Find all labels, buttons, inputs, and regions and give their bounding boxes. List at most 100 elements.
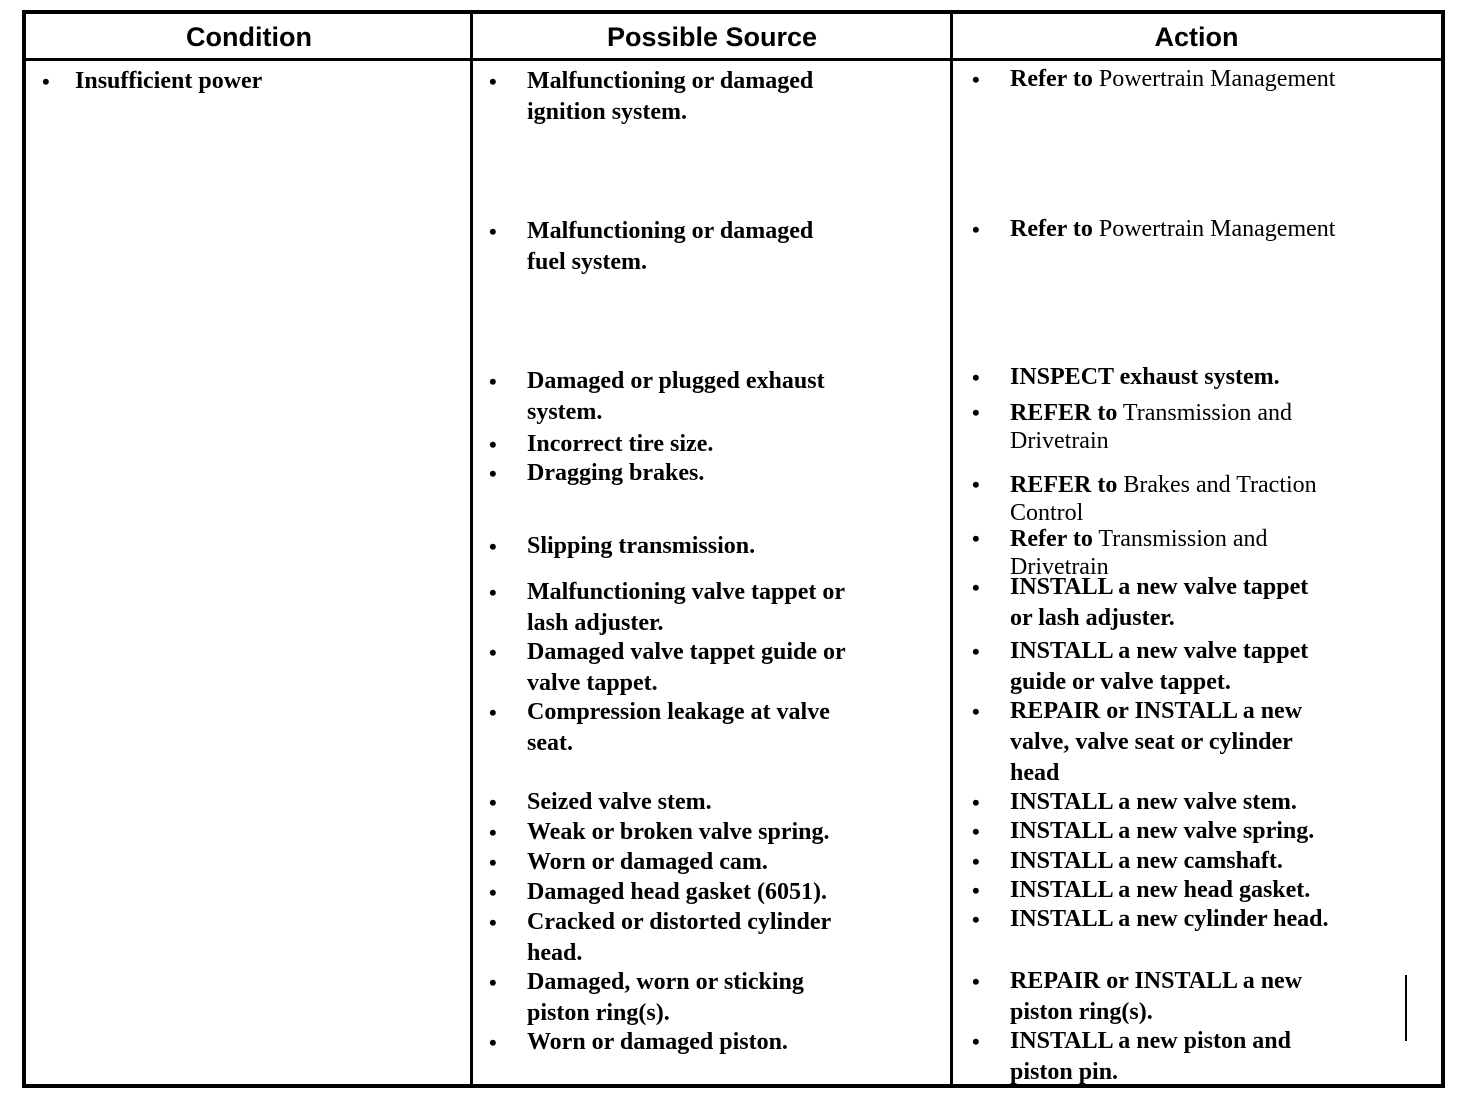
action-item-text: INSTALL a new camshaft. [1010, 848, 1283, 874]
bullet-icon: • [489, 970, 497, 995]
action-item-text: INSTALL a new valve tappet or lash adjus… [1010, 574, 1309, 631]
source-item: • Damaged, worn or sticking piston ring(… [489, 967, 937, 1029]
action-item: • Refer to Powertrain Management [972, 214, 1440, 245]
source-item-text: Cracked or distorted cylinder head. [527, 909, 832, 966]
bullet-icon: • [972, 217, 980, 242]
source-item-text: Damaged, worn or sticking piston ring(s)… [527, 969, 804, 1026]
source-item-text: Incorrect tire size. [527, 431, 714, 457]
source-item: • Damaged or plugged exhaust system. [489, 366, 937, 428]
bullet-icon: • [972, 969, 980, 994]
action-item-text: INSTALL a new valve spring. [1010, 818, 1315, 844]
bullet-icon: • [489, 580, 497, 605]
action-item: • INSTALL a new piston and piston pin. [972, 1026, 1440, 1088]
bullet-icon: • [489, 700, 497, 725]
action-item-text: REFER to Transmission and Drivetrain [1010, 400, 1293, 454]
source-item-text: Compression leakage at valve seat. [527, 699, 830, 756]
condition-item-text: Insufficient power [75, 68, 263, 94]
source-item: • Damaged valve tappet guide or valve ta… [489, 637, 937, 699]
bullet-icon: • [972, 67, 980, 92]
bullet-icon: • [972, 699, 980, 724]
action-item: • INSTALL a new cylinder head. [972, 904, 1440, 935]
action-item: • REPAIR or INSTALL a new valve, valve s… [972, 696, 1440, 789]
bullet-icon: • [972, 819, 980, 844]
table-header-row: Condition Possible Source Action [26, 14, 1441, 61]
action-item: • REPAIR or INSTALL a new piston ring(s)… [972, 966, 1440, 1028]
source-item-text: Worn or damaged cam. [527, 849, 768, 875]
bullet-icon: • [489, 432, 497, 457]
source-item-text: Dragging brakes. [527, 460, 705, 486]
bullet-icon: • [489, 219, 497, 244]
bullet-icon: • [972, 472, 980, 497]
action-item-text: REFER to Brakes and Traction Control [1010, 472, 1317, 526]
action-item: • INSTALL a new valve tappet guide or va… [972, 636, 1440, 698]
bullet-icon: • [972, 400, 980, 425]
source-item-text: Malfunctioning or damaged ignition syste… [527, 68, 814, 125]
source-item: • Incorrect tire size. [489, 429, 937, 460]
action-item-text: INSTALL a new cylinder head. [1010, 906, 1329, 932]
column-divider [950, 14, 953, 1084]
bullet-icon: • [972, 639, 980, 664]
action-item-text: INSTALL a new valve stem. [1010, 789, 1297, 815]
action-item-text: INSPECT exhaust system. [1010, 364, 1280, 390]
action-item: • REFER to Transmission and Drivetrain [972, 399, 1440, 455]
bullet-icon: • [972, 1029, 980, 1054]
source-item: • Compression leakage at valve seat. [489, 697, 937, 759]
source-item: • Malfunctioning or damaged fuel system. [489, 216, 937, 278]
bullet-icon: • [489, 461, 497, 486]
revision-change-bar [1405, 975, 1407, 1041]
bullet-icon: • [489, 820, 497, 845]
action-item-text: REPAIR or INSTALL a new valve, valve sea… [1010, 698, 1303, 786]
bullet-icon: • [489, 534, 497, 559]
action-item: • INSPECT exhaust system. [972, 362, 1440, 393]
action-item: • INSTALL a new valve stem. [972, 787, 1440, 818]
source-item-text: Damaged valve tappet guide or valve tapp… [527, 639, 846, 696]
source-item-text: Damaged head gasket (6051). [527, 879, 827, 905]
bullet-icon: • [972, 365, 980, 390]
source-item: • Worn or damaged cam. [489, 847, 937, 878]
bullet-icon: • [972, 907, 980, 932]
source-item-text: Seized valve stem. [527, 789, 712, 815]
bullet-icon: • [489, 880, 497, 905]
source-item: • Weak or broken valve spring. [489, 817, 937, 848]
bullet-icon: • [489, 790, 497, 815]
action-item-text: Refer to Transmission and Drivetrain [1010, 526, 1268, 580]
action-item-text: Refer to Powertrain Management [1010, 66, 1336, 92]
source-item: • Malfunctioning or damaged ignition sys… [489, 66, 937, 128]
source-item-text: Worn or damaged piston. [527, 1029, 788, 1055]
action-item: • Refer to Transmission and Drivetrain [972, 525, 1440, 581]
action-item: • INSTALL a new valve spring. [972, 816, 1440, 847]
source-item: • Damaged head gasket (6051). [489, 877, 937, 908]
source-item-text: Slipping transmission. [527, 533, 756, 559]
source-item: • Seized valve stem. [489, 787, 937, 818]
column-divider [470, 14, 473, 1084]
bullet-icon: • [489, 369, 497, 394]
column-header-possible-source: Possible Source [606, 22, 818, 52]
condition-item: • Insufficient power [42, 66, 455, 97]
action-item-text: INSTALL a new piston and piston pin. [1010, 1028, 1291, 1085]
bullet-icon: • [972, 878, 980, 903]
bullet-icon: • [489, 69, 497, 94]
action-item: • INSTALL a new valve tappet or lash adj… [972, 572, 1440, 634]
bullet-icon: • [489, 850, 497, 875]
bullet-icon: • [972, 849, 980, 874]
source-item: • Slipping transmission. [489, 531, 937, 562]
action-item: • INSTALL a new head gasket. [972, 875, 1440, 906]
action-item: • Refer to Powertrain Management [972, 64, 1440, 95]
diagnostic-table: Condition Possible Source Action [22, 10, 1445, 1088]
bullet-icon: • [972, 790, 980, 815]
source-item-text: Malfunctioning or damaged fuel system. [527, 218, 814, 275]
source-item: • Malfunctioning valve tappet or lash ad… [489, 577, 937, 639]
bullet-icon: • [42, 69, 50, 94]
column-header-condition: Condition [186, 22, 312, 52]
bullet-icon: • [489, 910, 497, 935]
source-item-text: Malfunctioning valve tappet or lash adju… [527, 579, 845, 636]
source-item-text: Damaged or plugged exhaust system. [527, 368, 825, 425]
action-item: • REFER to Brakes and Traction Control [972, 471, 1440, 527]
action-item-text: INSTALL a new valve tappet guide or valv… [1010, 638, 1309, 695]
source-item-text: Weak or broken valve spring. [527, 819, 830, 845]
source-item: • Cracked or distorted cylinder head. [489, 907, 937, 969]
action-item-text: INSTALL a new head gasket. [1010, 877, 1311, 903]
bullet-icon: • [489, 640, 497, 665]
source-item: • Worn or damaged piston. [489, 1027, 937, 1058]
